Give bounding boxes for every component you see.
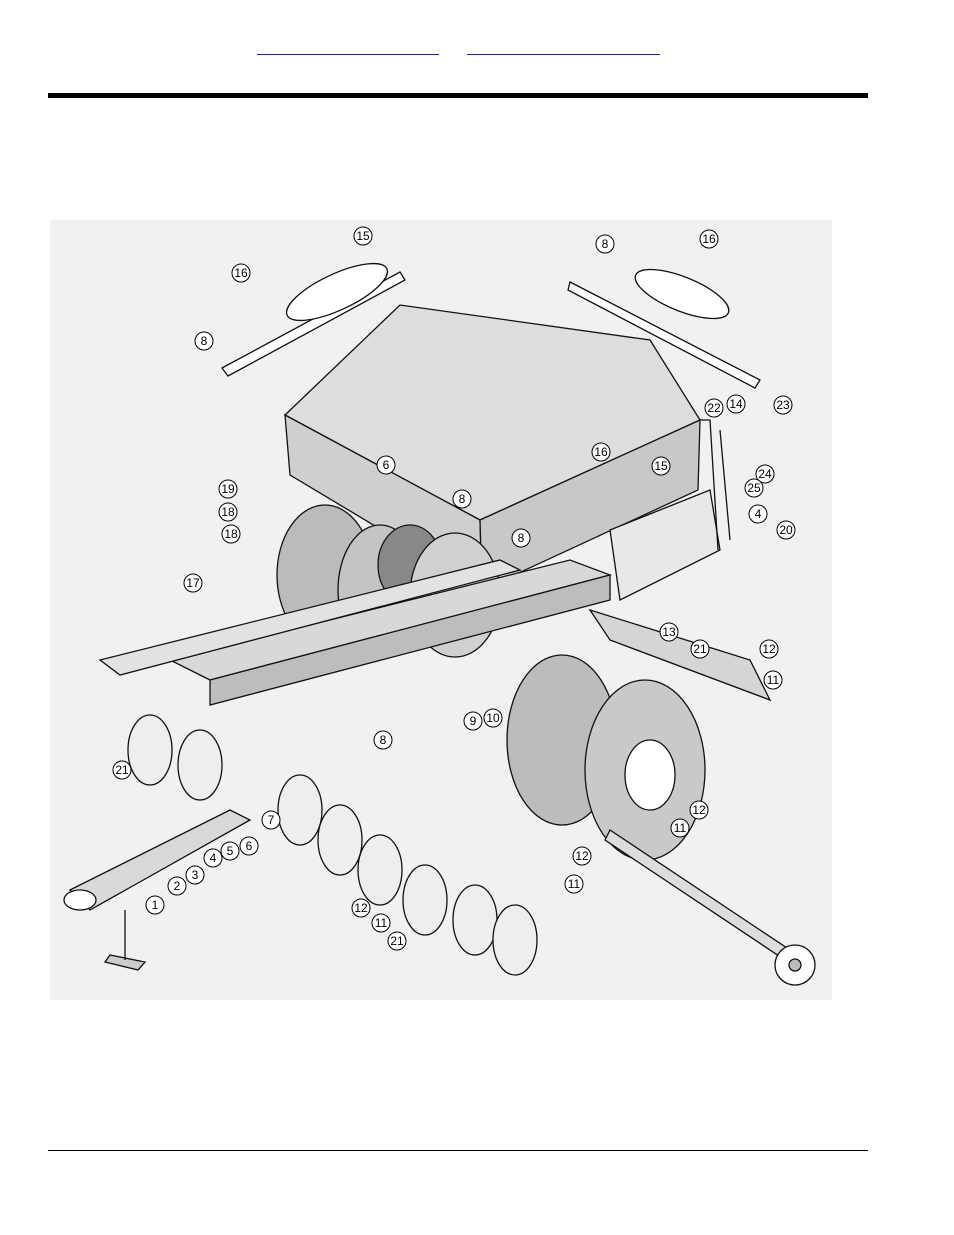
bottom-rule: [48, 1150, 868, 1151]
callout-c16c: 16: [594, 445, 608, 459]
callout-c11a: 11: [767, 673, 780, 687]
parts-diagram-drawing: 15 16 8 8 16 22 14 23 24 25 6 16 15 19 1…: [63, 226, 816, 986]
callout-c11c: 11: [568, 877, 581, 891]
top-rule: [48, 93, 868, 98]
callout-c21c: 21: [390, 934, 404, 948]
callout-c2: 2: [174, 879, 181, 893]
callout-c23: 23: [776, 398, 790, 412]
callout-c12a: 12: [762, 642, 776, 656]
callout-c19: 19: [221, 482, 235, 496]
callout-c25: 25: [747, 481, 761, 495]
callout-labels: 15 16 8 8 16 22 14 23 24 25 6 16 15 19 1…: [112, 226, 796, 951]
callout-c21b: 21: [115, 763, 129, 777]
callout-c9: 9: [470, 714, 477, 728]
callout-c8c: 8: [459, 492, 466, 506]
callout-c11d: 11: [375, 916, 388, 930]
callout-c15a: 15: [356, 229, 370, 243]
callout-c17: 17: [186, 576, 200, 590]
header-link-right[interactable]: [467, 44, 660, 55]
callout-c21a: 21: [693, 642, 707, 656]
callout-c13: 13: [662, 625, 676, 639]
callout-c7: 7: [268, 813, 275, 827]
callout-c18b: 18: [224, 527, 238, 541]
callout-c4a: 4: [755, 507, 762, 521]
machine-outline: [63, 262, 816, 986]
callout-c24: 24: [758, 467, 772, 481]
parts-diagram: 15 16 8 8 16 22 14 23 24 25 6 16 15 19 1…: [50, 220, 832, 1000]
header-link-left[interactable]: [257, 44, 439, 55]
callout-c20: 20: [779, 523, 793, 537]
callout-c8a: 8: [201, 334, 208, 348]
callout-c6a: 6: [383, 458, 390, 472]
callout-c18a: 18: [221, 505, 235, 519]
callout-c16b: 16: [702, 232, 716, 246]
callout-c12c: 12: [575, 849, 589, 863]
callout-c10: 10: [486, 711, 500, 725]
callout-c8e: 8: [380, 733, 387, 747]
callout-c5: 5: [227, 844, 234, 858]
callout-c1: 1: [152, 898, 159, 912]
callout-c3: 3: [192, 868, 199, 882]
callout-c22: 22: [707, 401, 721, 415]
callout-c16a: 16: [234, 266, 248, 280]
callout-c12d: 12: [354, 901, 368, 915]
callout-c11b: 11: [674, 821, 687, 835]
callout-c8b: 8: [602, 237, 609, 251]
callout-c8d: 8: [518, 531, 525, 545]
callout-c12b: 12: [692, 803, 706, 817]
callout-c4b: 4: [210, 851, 217, 865]
callout-c15b: 15: [654, 459, 668, 473]
callout-c6b: 6: [246, 839, 253, 853]
callout-c14: 14: [729, 397, 743, 411]
